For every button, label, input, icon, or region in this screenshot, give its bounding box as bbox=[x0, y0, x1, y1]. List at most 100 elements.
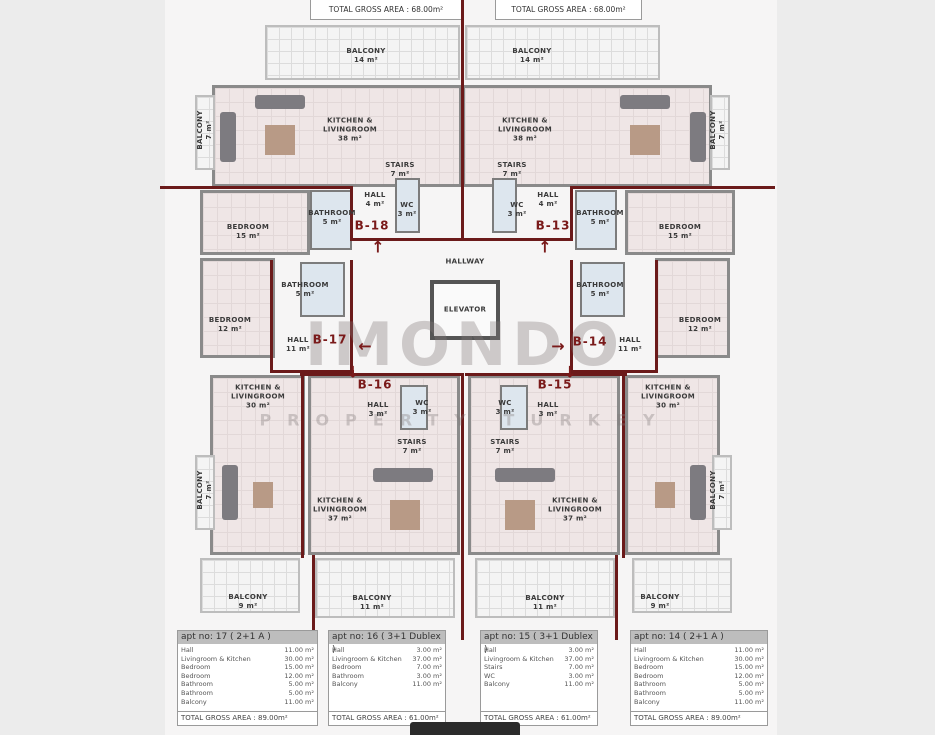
room-name: BEDROOM bbox=[678, 316, 722, 324]
room-name: BALCONY bbox=[709, 110, 717, 150]
area-row-label: WC bbox=[484, 671, 495, 680]
area-row-value: 3.00 m² bbox=[416, 646, 442, 654]
area-row-label: Livingroom & Kitchen bbox=[332, 654, 402, 663]
area-row-label: Bedroom bbox=[634, 663, 664, 672]
area-row-value: 37.00 m² bbox=[564, 654, 594, 663]
room-name: BATHROOM bbox=[576, 209, 624, 217]
room-area: 37 m² bbox=[327, 514, 353, 523]
balcony-top-right bbox=[465, 25, 660, 80]
unit-wall bbox=[570, 260, 573, 372]
area-row-label: Bathroom bbox=[634, 680, 666, 689]
room-wc bbox=[500, 385, 528, 430]
room-kitchen-top-left bbox=[212, 85, 462, 187]
entrance-arrow-up-icon: ↑ bbox=[371, 237, 385, 257]
room-name: STAIRS bbox=[490, 438, 520, 446]
area-row-label: Bathroom bbox=[181, 688, 213, 697]
room-area: 30 m² bbox=[655, 401, 681, 410]
room-name: STAIRS bbox=[397, 438, 427, 446]
room-name: BALCONY bbox=[512, 47, 552, 55]
area-row-value: 5.00 m² bbox=[288, 680, 314, 689]
area-row-label: Bathroom bbox=[181, 680, 213, 689]
room-area: 11 m² bbox=[359, 603, 385, 611]
area-row-value: 5.00 m² bbox=[738, 688, 764, 697]
area-row-value: 11.00 m² bbox=[284, 646, 314, 654]
balcony-bottom bbox=[315, 558, 455, 618]
unit-wall bbox=[570, 186, 573, 241]
area-row-value: 7.00 m² bbox=[568, 663, 594, 672]
room-name: KITCHEN & LIVINGROOM bbox=[323, 116, 377, 134]
room-bedroom bbox=[625, 190, 735, 255]
room-area: 7 m² bbox=[390, 170, 410, 178]
rug bbox=[630, 125, 660, 155]
unit-wall bbox=[350, 260, 353, 372]
room-area: 7 m² bbox=[205, 120, 213, 140]
room-area: 15 m² bbox=[235, 232, 261, 240]
area-row-value: 30.00 m² bbox=[284, 654, 314, 663]
room-area: 11 m² bbox=[617, 345, 643, 353]
room-kitchen bbox=[468, 375, 620, 555]
room-area: 5 m² bbox=[322, 218, 342, 226]
sofa bbox=[495, 468, 555, 482]
room-area: 9 m² bbox=[650, 602, 670, 610]
room-bathroom bbox=[575, 190, 617, 250]
room-name: BATHROOM bbox=[281, 281, 329, 289]
unit-divider-wall bbox=[461, 0, 464, 240]
unit-number-label: B-17 bbox=[312, 332, 348, 347]
room-name: BALCONY bbox=[228, 593, 268, 601]
room-name: WC bbox=[400, 201, 414, 209]
entrance-arrow-down-icon: ↓ bbox=[563, 362, 577, 382]
room-area: 7 m² bbox=[495, 447, 515, 455]
top-left-total-area: TOTAL GROSS AREA : 68.00m² bbox=[310, 0, 462, 20]
room-area: 3 m² bbox=[412, 408, 432, 416]
rug bbox=[265, 125, 295, 155]
area-row-label: Balcony bbox=[181, 697, 207, 706]
room-name: WC bbox=[510, 201, 524, 209]
area-row-value: 7.00 m² bbox=[416, 663, 442, 672]
area-row-value: 11.00 m² bbox=[412, 680, 442, 689]
room-name: BALCONY bbox=[640, 593, 680, 601]
unit-divider-wall bbox=[570, 186, 775, 189]
balcony-bottom bbox=[632, 558, 732, 613]
area-row-value: 11.00 m² bbox=[734, 697, 764, 706]
area-row-value: 11.00 m² bbox=[564, 680, 594, 689]
unit-wall bbox=[350, 238, 573, 241]
room-area: 7 m² bbox=[502, 170, 522, 178]
balcony-side bbox=[195, 95, 215, 170]
unit-wall bbox=[270, 260, 273, 372]
room-name: BALCONY bbox=[196, 470, 204, 510]
unit-number-label: B-15 bbox=[537, 377, 573, 392]
area-row-label: Balcony bbox=[634, 697, 660, 706]
unit-wall bbox=[655, 260, 658, 372]
room-area: 5 m² bbox=[590, 290, 610, 298]
room-name: BATHROOM bbox=[308, 209, 356, 217]
apartment-title: apt no: 14 ( 2+1 A ) bbox=[631, 631, 767, 644]
room-wc bbox=[395, 178, 420, 233]
room-name: STAIRS bbox=[497, 161, 527, 169]
